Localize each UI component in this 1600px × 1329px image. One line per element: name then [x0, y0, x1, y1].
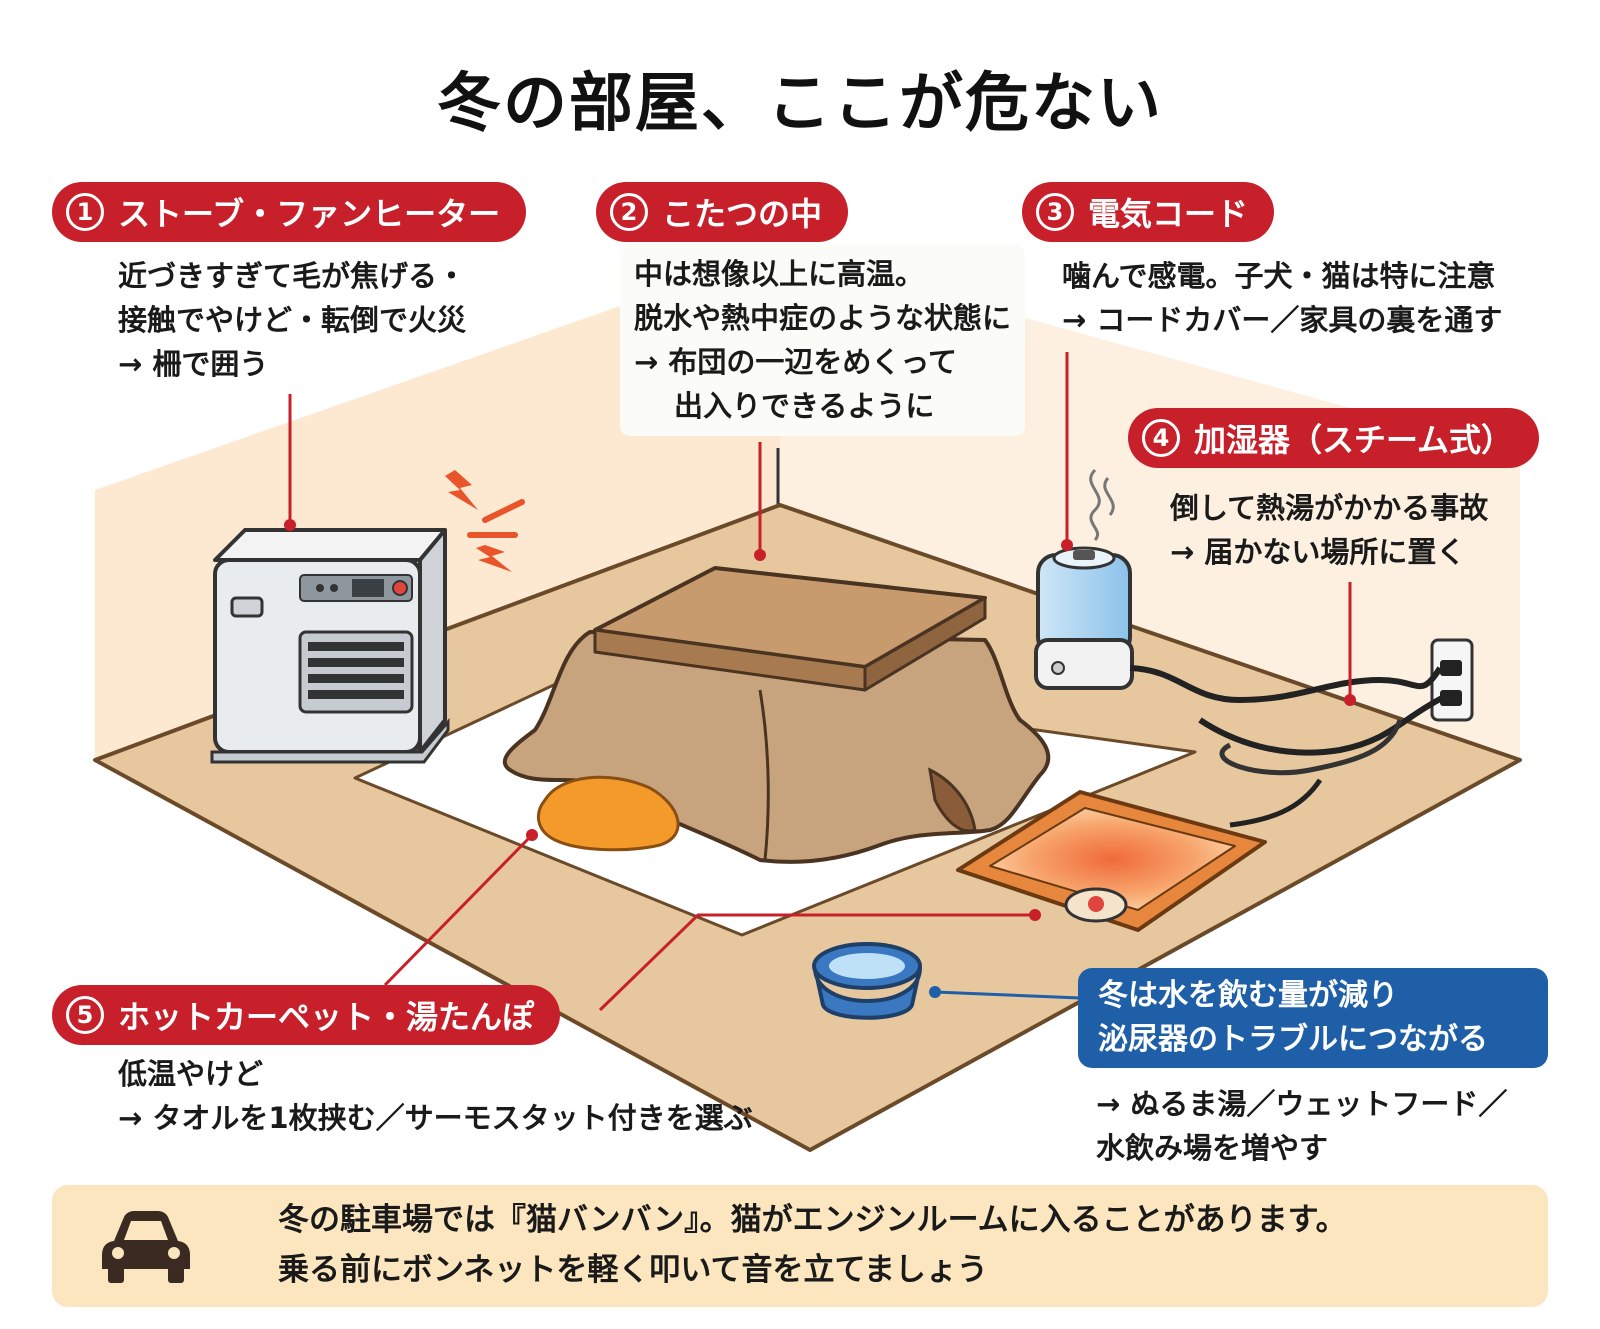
desc-line: 倒して熱湯がかかる事故 — [1170, 491, 1489, 525]
hot-carpet — [956, 790, 1267, 932]
page-title: 冬の部屋、ここが危ない — [437, 67, 1163, 141]
water-line: 泌尿器のトラブルにつながる — [1098, 1022, 1488, 1057]
badge-number: 1 — [66, 193, 104, 231]
desc-line: → 柵で囲う — [118, 347, 269, 381]
water-warning-box: 冬は水を飲む量が減り 泌尿器のトラブルにつながる — [1078, 968, 1548, 1068]
hazard-desc-stove: 近づきすぎて毛が焦げる・ 接触でやけど・転倒で火災 → 柵で囲う — [118, 254, 466, 386]
tip-line: 水飲み場を増やす — [1096, 1131, 1329, 1165]
hazard-desc-cord: 噛んで感電。子犬・猫は特に注意 → コードカバー／家具の裏を通す — [1062, 254, 1502, 342]
desc-line: 接触でやけど・転倒で火災 — [118, 303, 467, 337]
tip-line: → ぬるま湯／ウェットフード／ — [1096, 1087, 1508, 1121]
footer-text: 冬の駐車場では『猫バンバン』。猫がエンジンルームに入ることがあります。 乗る前に… — [278, 1195, 1347, 1295]
footer-note: 冬の駐車場では『猫バンバン』。猫がエンジンルームに入ることがあります。 乗る前に… — [52, 1185, 1548, 1307]
humidifier — [1034, 468, 1134, 690]
cat-under-kotatsu — [536, 775, 680, 852]
power-cord — [1129, 638, 1474, 828]
desc-line: → 布団の一辺をめくって — [634, 345, 957, 379]
hazard-badge-cord: 3 電気コード — [1022, 182, 1275, 242]
fan-heater — [210, 528, 450, 764]
spark-icon — [445, 470, 525, 572]
badge-number: 3 — [1036, 193, 1074, 231]
desc-line: 低温やけど — [118, 1057, 264, 1091]
desc-line: 近づきすぎて毛が焦げる・ — [118, 259, 467, 293]
desc-line: → タオルを1枚挟む／サーモスタット付きを選ぶ — [118, 1101, 753, 1135]
water-bowl — [812, 942, 922, 1020]
badge-number: 2 — [610, 193, 648, 231]
badge-label: 加湿器（スチーム式） — [1194, 421, 1514, 459]
badge-label: こたつの中 — [662, 195, 823, 233]
water-tips: → ぬるま湯／ウェットフード／ 水飲み場を増やす — [1096, 1082, 1507, 1170]
badge-number: 4 — [1142, 419, 1180, 457]
desc-line: → 届かない場所に置く — [1170, 535, 1466, 569]
desc-line: 脱水や熱中症のような状態に — [634, 301, 1012, 335]
water-line: 冬は水を飲む量が減り — [1098, 978, 1398, 1013]
desc-line: 噛んで感電。子犬・猫は特に注意 — [1062, 259, 1496, 293]
footer-line: 乗る前にボンネットを軽く叩いて音を立てましょう — [278, 1252, 988, 1288]
hazard-badge-kotatsu: 2 こたつの中 — [596, 182, 849, 242]
footer-line: 冬の駐車場では『猫バンバン』。猫がエンジンルームに入ることがあります。 — [278, 1202, 1347, 1238]
badge-label: 電気コード — [1088, 195, 1249, 233]
desc-line: → コードカバー／家具の裏を通す — [1062, 303, 1503, 337]
hazard-badge-stove: 1 ストーブ・ファンヒーター — [52, 182, 527, 242]
hazard-desc-hot-carpet: 低温やけど → タオルを1枚挟む／サーモスタット付きを選ぶ — [118, 1052, 753, 1140]
desc-line: 出入りできるように — [674, 389, 935, 423]
badge-label: ストーブ・ファンヒーター — [118, 195, 501, 233]
leader-lines — [284, 352, 1356, 1012]
hazard-badge-humidifier: 4 加湿器（スチーム式） — [1128, 408, 1540, 468]
car-icon — [102, 1211, 190, 1283]
hazard-badge-hot-carpet: 5 ホットカーペット・湯たんぽ — [52, 985, 561, 1045]
hazard-desc-humidifier: 倒して熱湯がかかる事故 → 届かない場所に置く — [1156, 478, 1502, 582]
hazard-desc-kotatsu: 中は想像以上に高温。 脱水や熱中症のような状態に → 布団の一辺をめくって 出入… — [620, 244, 1026, 436]
badge-number: 5 — [66, 996, 104, 1034]
desc-line: 中は想像以上に高温。 — [634, 257, 925, 291]
badge-label: ホットカーペット・湯たんぽ — [118, 998, 535, 1036]
